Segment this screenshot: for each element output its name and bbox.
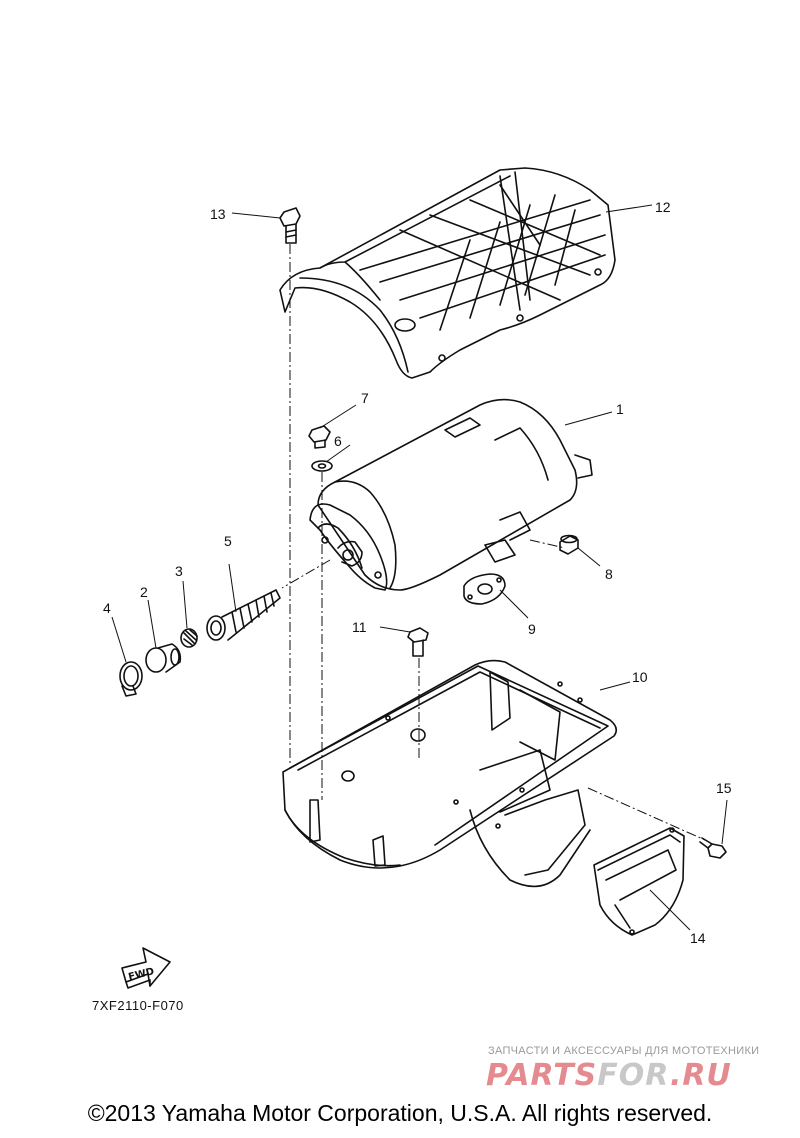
clamp-part-4 — [119, 661, 143, 697]
screen-part-3 — [180, 628, 198, 648]
callout-6: 6 — [334, 433, 342, 449]
collar-part-8 — [559, 534, 579, 555]
intake-duct-part-14 — [593, 827, 685, 936]
callout-11: 11 — [352, 619, 367, 635]
watermark-logo-part1: PARTS — [486, 1058, 598, 1093]
canister-part-1 — [309, 398, 593, 591]
gasket-part-9 — [463, 573, 506, 605]
fitting-part-2 — [145, 643, 182, 673]
washer-part-6 — [311, 460, 333, 472]
callout-5: 5 — [224, 533, 232, 549]
callout-labels: 1 2 3 4 5 6 7 8 9 10 11 12 13 14 15 — [103, 199, 732, 946]
fwd-arrow-icon — [121, 947, 171, 989]
callout-8: 8 — [605, 566, 613, 582]
watermark-logo: PARTSFOR.RU — [486, 1058, 732, 1093]
lower-housing-part-10 — [282, 659, 618, 888]
callout-3: 3 — [175, 563, 183, 579]
watermark-logo-part3: .RU — [669, 1058, 732, 1093]
bolt-part-11 — [407, 627, 429, 657]
reference-code: 7XF2110-F070 — [92, 998, 184, 1013]
callout-9: 9 — [528, 621, 536, 637]
top-cover-part-12 — [279, 167, 616, 379]
callout-15: 15 — [716, 780, 732, 796]
callout-14: 14 — [690, 930, 706, 946]
watermark-logo-part2: FOR — [597, 1058, 670, 1093]
callout-10: 10 — [632, 669, 648, 685]
copyright-notice: ©2013 Yamaha Motor Corporation, U.S.A. A… — [87, 1100, 713, 1126]
watermark-tagline: ЗАПЧАСТИ И АКСЕССУАРЫ ДЛЯ МОТОТЕХНИКИ — [488, 1045, 760, 1057]
fwd-label: FWD — [127, 966, 155, 983]
callout-2: 2 — [140, 584, 148, 600]
bolt-part-13 — [279, 207, 301, 244]
alignment-lines — [281, 244, 706, 841]
leader-lines — [111, 204, 728, 931]
callout-7: 7 — [361, 390, 369, 406]
callout-1: 1 — [616, 401, 624, 417]
callout-13: 13 — [210, 206, 226, 222]
callout-12: 12 — [655, 199, 671, 215]
mesh-hose-part-5 — [206, 589, 281, 641]
bolt-part-7 — [308, 425, 331, 449]
callout-4: 4 — [103, 600, 111, 616]
